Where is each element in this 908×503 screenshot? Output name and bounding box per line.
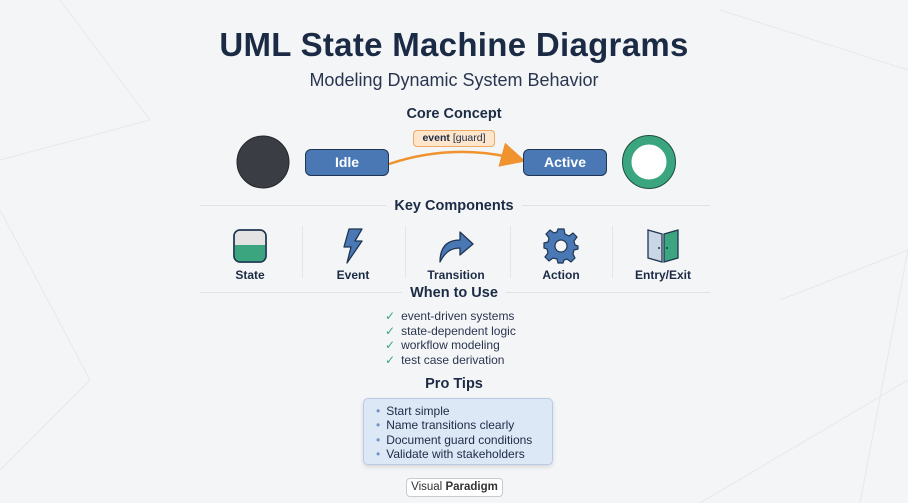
gear-icon bbox=[543, 228, 579, 264]
column-separator bbox=[510, 226, 511, 278]
component-label: Action bbox=[542, 268, 580, 282]
component-label: Event bbox=[336, 268, 370, 282]
final-state-node bbox=[622, 135, 676, 189]
component-label: Entry/Exit bbox=[634, 268, 691, 282]
curved-arrow-icon bbox=[439, 231, 474, 263]
brand-badge[interactable]: Visual Paradigm bbox=[406, 478, 503, 497]
check-icon: ✓ bbox=[385, 309, 396, 323]
component-entry-exit: Entry/Exit bbox=[613, 228, 713, 282]
component-label: Transition bbox=[427, 268, 485, 282]
transition-label: event [guard] bbox=[413, 130, 495, 147]
list-item: ✓test case derivation bbox=[385, 352, 505, 367]
component-action: Action bbox=[511, 228, 611, 282]
door-icon bbox=[647, 229, 679, 263]
list-item: •Document guard conditions bbox=[376, 432, 533, 447]
core-concept-diagram bbox=[236, 135, 676, 189]
page-title: UML State Machine Diagrams bbox=[219, 26, 689, 63]
list-item: •Start simple bbox=[376, 404, 450, 418]
guard-label: [guard] bbox=[452, 132, 486, 144]
core-concept-heading: Core Concept bbox=[406, 106, 502, 122]
list-item: ✓workflow modeling bbox=[385, 338, 500, 352]
pro-tips-heading: Pro Tips bbox=[425, 376, 483, 392]
column-separator bbox=[405, 226, 406, 278]
lightning-icon bbox=[343, 228, 363, 264]
component-label: State bbox=[235, 268, 265, 282]
bullet-icon: • bbox=[376, 446, 381, 461]
check-icon: ✓ bbox=[385, 323, 396, 338]
page-subtitle: Modeling Dynamic System Behavior bbox=[309, 70, 599, 90]
brand-bold: Paradigm bbox=[445, 481, 498, 493]
list-item: •Validate with stakeholders bbox=[376, 446, 525, 461]
event-label: event bbox=[422, 132, 450, 144]
column-separator bbox=[612, 226, 613, 278]
component-transition: Transition bbox=[406, 228, 506, 282]
brand-light: Visual bbox=[411, 481, 443, 493]
column-separator bbox=[302, 226, 303, 278]
component-event: Event bbox=[303, 228, 403, 282]
check-icon: ✓ bbox=[385, 352, 396, 367]
when-to-use-list: ✓event-driven systems ✓state-dependent l… bbox=[385, 309, 516, 367]
list-item: ✓event-driven systems bbox=[385, 309, 515, 323]
transition-arrow bbox=[388, 142, 526, 167]
state-active: Active bbox=[523, 149, 607, 176]
list-item: •Name transitions clearly bbox=[376, 418, 515, 433]
initial-state-node bbox=[236, 135, 290, 189]
list-item: ✓state-dependent logic bbox=[385, 323, 516, 338]
state-icon bbox=[233, 229, 267, 263]
pro-tips-box: •Start simple •Name transitions clearly … bbox=[363, 398, 553, 465]
when-to-use-heading: When to Use bbox=[0, 285, 908, 302]
bullet-icon: • bbox=[376, 418, 381, 433]
state-idle: Idle bbox=[305, 149, 389, 176]
component-state: State bbox=[200, 228, 300, 282]
bullet-icon: • bbox=[376, 432, 381, 447]
key-components-heading: Key Components bbox=[0, 198, 908, 215]
bullet-icon: • bbox=[376, 404, 381, 418]
check-icon: ✓ bbox=[385, 338, 396, 352]
